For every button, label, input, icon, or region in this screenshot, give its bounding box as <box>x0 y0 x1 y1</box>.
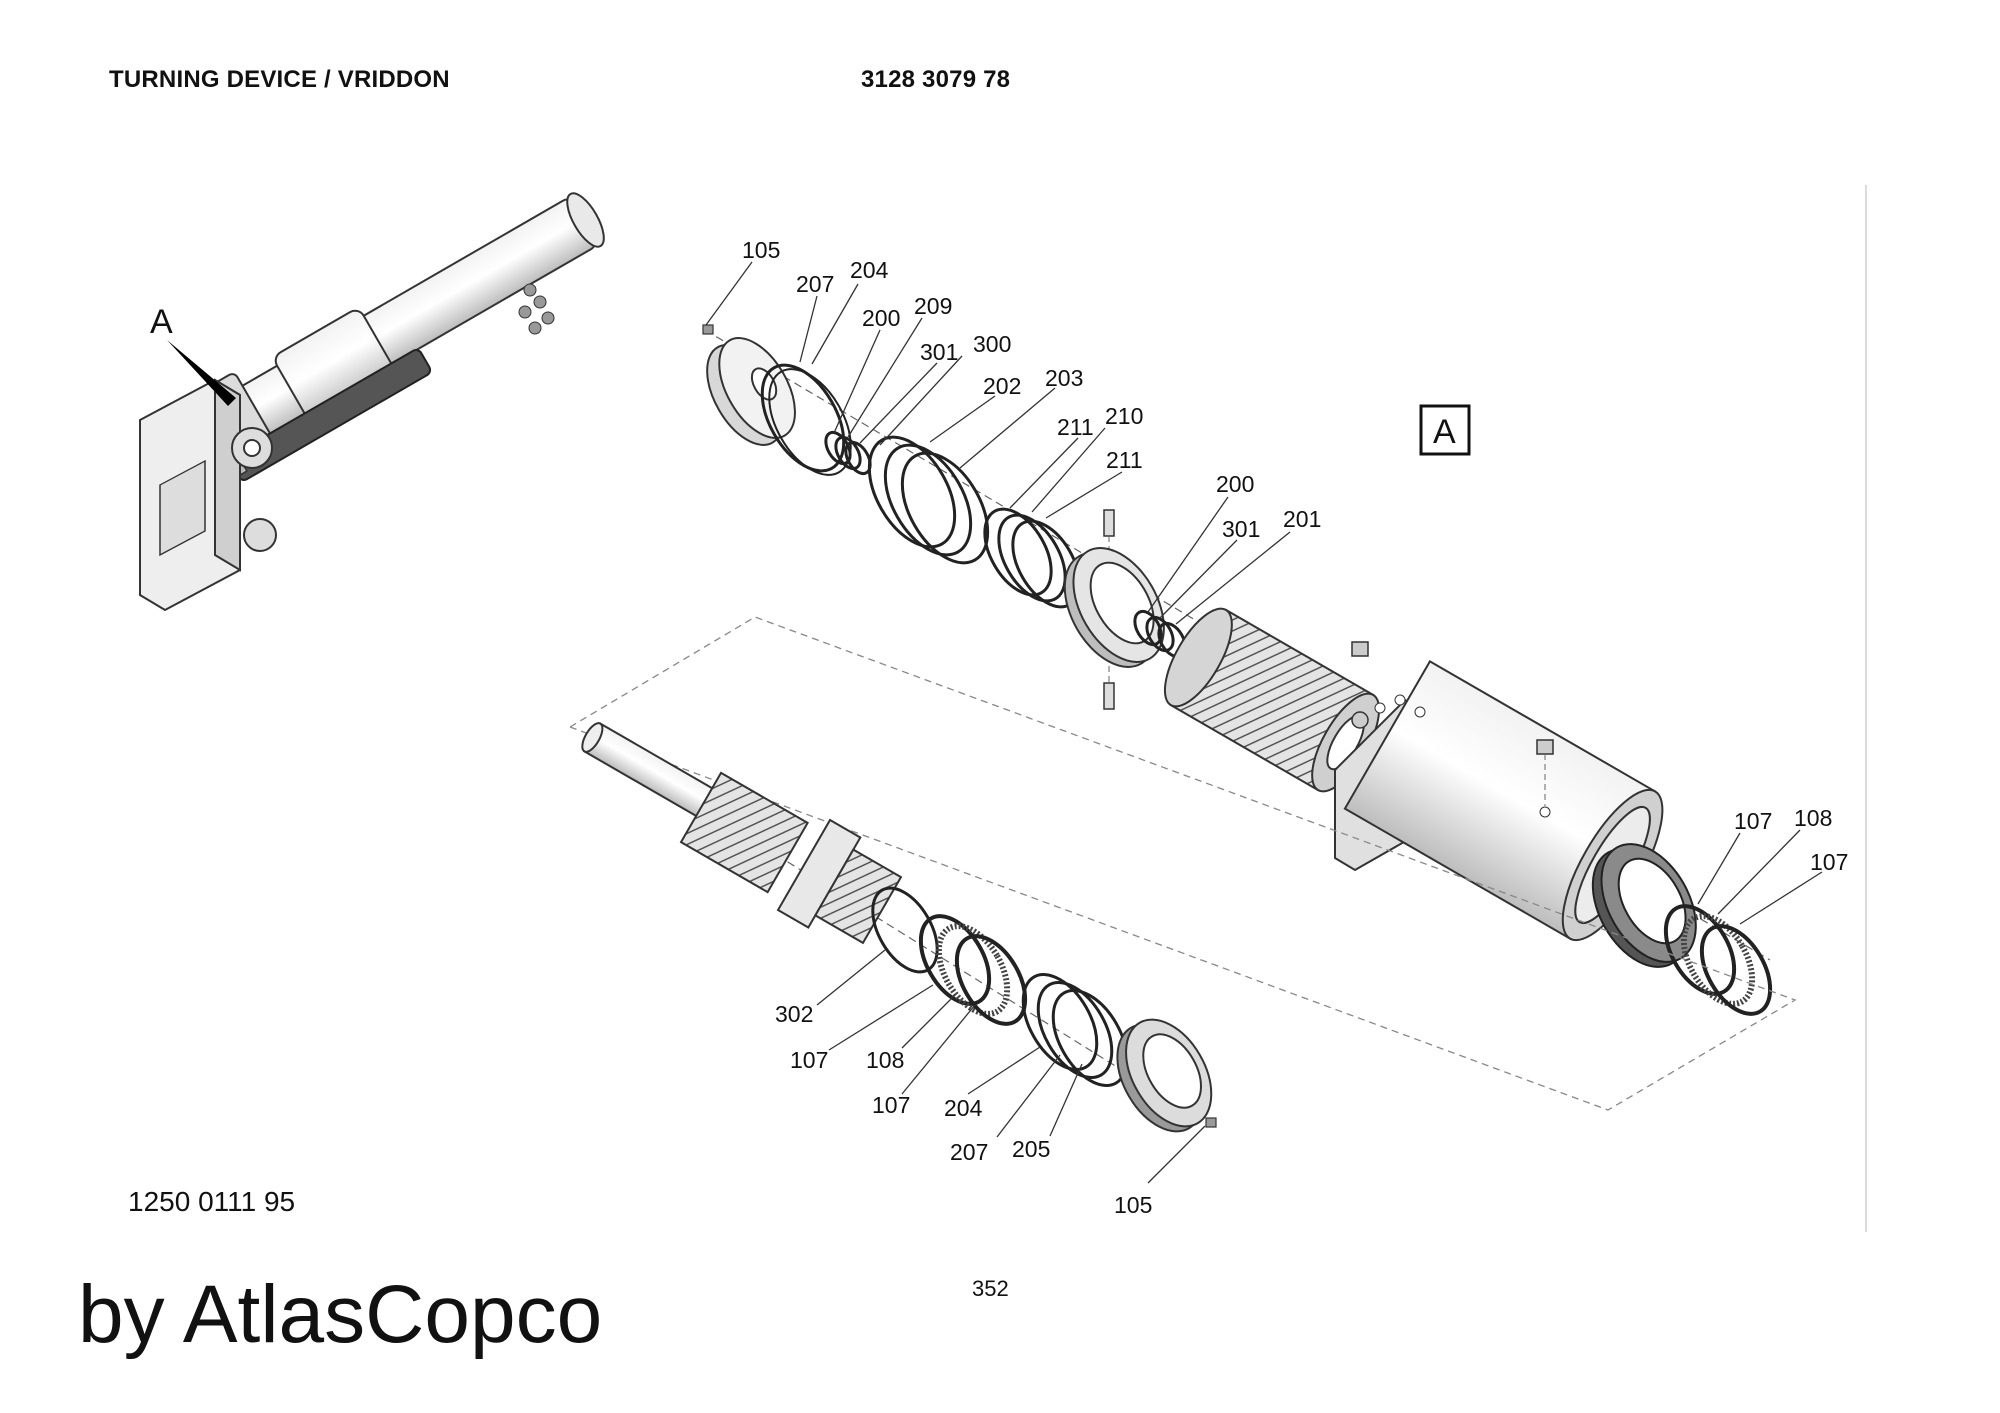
callout-label: 202 <box>983 373 1021 399</box>
drive-shaft <box>581 722 723 823</box>
end-cover <box>706 337 796 446</box>
callout-label: 300 <box>973 331 1011 357</box>
callout-label: 209 <box>914 293 952 319</box>
callout-label: 107 <box>1734 808 1772 834</box>
pin-lower <box>1103 682 1115 710</box>
chain-bracket <box>518 283 555 335</box>
callout-label: 204 <box>850 257 889 283</box>
lock-nut <box>1063 547 1165 668</box>
callout-label: 107 <box>872 1092 910 1118</box>
callout-label: 105 <box>742 237 780 263</box>
leader-lines <box>705 261 1823 1184</box>
callout-label: 207 <box>796 271 834 297</box>
callout-label: 210 <box>1105 403 1143 429</box>
screw-105-lower <box>1205 1117 1217 1128</box>
housing <box>1334 641 1664 942</box>
callout-label: 301 <box>920 339 958 365</box>
plug-1 <box>1351 641 1369 657</box>
callout-label: 211 <box>1057 414 1094 440</box>
helical-gear <box>679 771 809 894</box>
callout-label: 108 <box>1794 805 1832 831</box>
callout-label: 211 <box>1106 447 1143 473</box>
callout-label: 200 <box>862 305 900 331</box>
lower-lock-nut <box>1116 1018 1213 1133</box>
part-number: 3128 3079 78 <box>861 66 1011 93</box>
drawing-number: 1250 0111 95 <box>128 1186 296 1217</box>
shaft-group-outline <box>569 616 1797 1111</box>
callout-labels: 105 207 204 200 209 301 300 202 203 211 … <box>742 237 1848 1218</box>
callout-label: 205 <box>1012 1136 1050 1162</box>
screw-105 <box>702 324 714 335</box>
section-marker: A <box>150 303 173 341</box>
end-nut <box>1591 843 1697 968</box>
shaft-flange <box>776 818 903 945</box>
callout-label: 108 <box>866 1047 904 1073</box>
callout-label: 200 <box>1216 471 1254 497</box>
page-number: 352 <box>972 1276 1009 1301</box>
callout-label: 107 <box>1810 849 1848 875</box>
plug-2 <box>1536 739 1554 755</box>
callout-label: 204 <box>944 1095 983 1121</box>
callout-label: 302 <box>775 1001 813 1027</box>
lower-parts <box>581 722 1217 1133</box>
detail-box-label: A <box>1433 413 1456 451</box>
brand-watermark: by AtlasCopco <box>78 1269 603 1360</box>
pin-upper <box>1103 509 1115 537</box>
upper-parts <box>702 324 1773 1016</box>
page-title: TURNING DEVICE / VRIDDON <box>109 66 450 93</box>
callout-label: 105 <box>1114 1192 1152 1218</box>
overview-assembly <box>139 192 605 612</box>
callout-label: 201 <box>1283 506 1321 532</box>
callout-label: 207 <box>950 1139 988 1165</box>
callout-label: 203 <box>1045 365 1083 391</box>
section-marker-arrow <box>167 340 236 406</box>
callout-label: 301 <box>1222 516 1260 542</box>
detail-box <box>1419 404 1471 456</box>
callout-label: 107 <box>790 1047 828 1073</box>
